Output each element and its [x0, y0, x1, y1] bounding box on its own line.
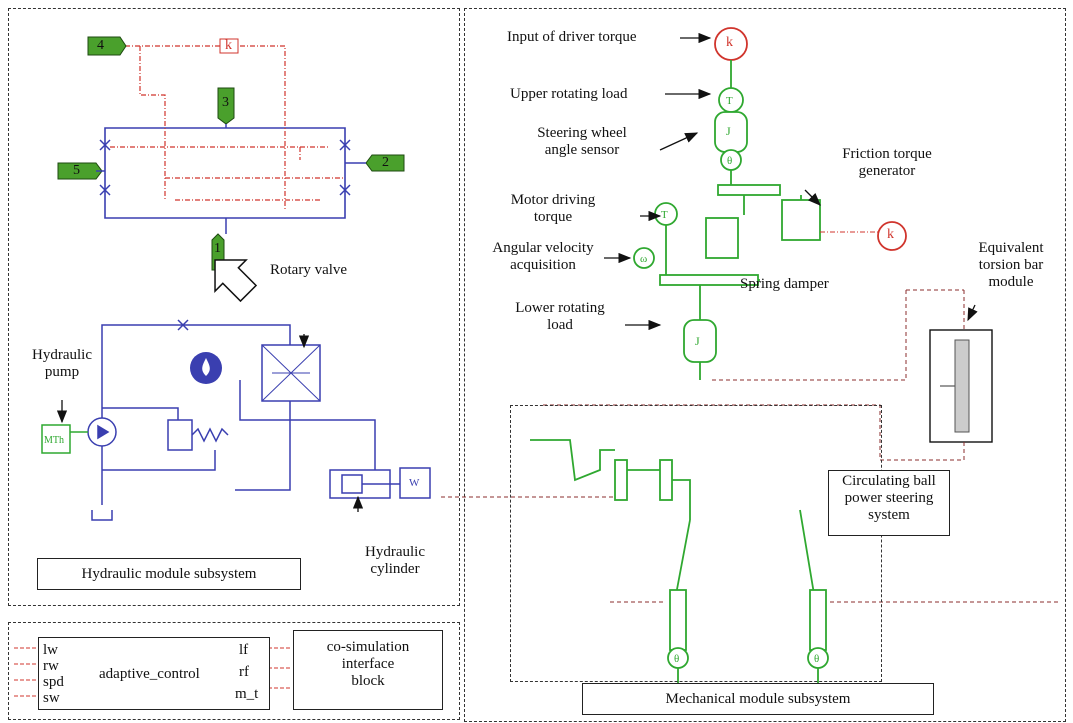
label-rotary-valve: Rotary valve — [270, 262, 348, 278]
control-input-lw: lw — [43, 642, 58, 658]
label-hydraulic-cylinder: Hydraulic cylinder — [365, 544, 425, 577]
torsion-bar-module — [540, 289, 993, 461]
label-angular-velocity: Angular velocity acquisition — [492, 240, 594, 273]
cosim-interface-box: co-simulation interface block — [293, 630, 443, 710]
input-gain-symbol: k — [726, 35, 733, 50]
omega-symbol: ω — [640, 253, 648, 265]
hydraulic-module-box: Hydraulic module subsystem — [37, 558, 301, 590]
hydraulic-circuit — [87, 319, 431, 521]
motor-torque-symbol: T — [661, 209, 668, 221]
valve-port-3: 3 — [222, 95, 229, 110]
control-input-spd: spd — [43, 674, 64, 690]
mechanical-module-frame — [464, 8, 1066, 722]
upper-torque-symbol: T — [726, 95, 733, 107]
upper-inertia-symbol: J — [726, 124, 731, 138]
label-equivalent-torsion-bar: Equivalent torsion bar module — [978, 240, 1044, 290]
label-input-driver-torque: Input of driver torque — [507, 29, 637, 45]
control-output-rf: rf — [239, 664, 249, 680]
label-spring-damper: Spring damper — [740, 276, 829, 292]
gain-symbol: k — [225, 38, 232, 53]
steering-linkage — [530, 439, 1060, 690]
label-upper-rotating-load: Upper rotating load — [510, 86, 628, 102]
label-steering-wheel-sensor: Steering wheel angle sensor — [537, 125, 627, 158]
angle-symbol: θ — [727, 155, 733, 167]
circulating-ball-box: Circulating ball power steering system — [828, 470, 950, 536]
control-output-mt: m_t — [235, 686, 259, 702]
label-lower-rotating-load: Lower rotating load — [515, 300, 605, 333]
label-friction-torque: Friction torque generator — [842, 146, 932, 179]
hydraulic-module-frame — [8, 8, 460, 606]
valve-port-4: 4 — [97, 38, 104, 53]
control-output-lf: lf — [239, 642, 249, 658]
control-input-sw: sw — [43, 690, 60, 706]
valve-port-5: 5 — [73, 163, 80, 178]
left-wheel-angle-symbol: θ — [674, 653, 680, 665]
adaptive-control-block: lw rw spd sw adaptive_control lf rf m_t — [38, 637, 270, 710]
control-block-frame — [8, 622, 460, 720]
rotary-valve-diagram — [57, 36, 405, 303]
pump-motor-symbol: MTh — [44, 435, 64, 446]
control-block-name: adaptive_control — [99, 666, 200, 682]
circulating-ball-frame — [510, 405, 882, 682]
mechanical-module-box: Mechanical module subsystem — [582, 683, 934, 715]
valve-port-2: 2 — [382, 155, 389, 170]
right-wheel-angle-symbol: θ — [814, 653, 820, 665]
cylinder-mass-symbol: W — [409, 477, 420, 489]
label-hydraulic-pump: Hydraulic pump — [32, 347, 92, 380]
friction-gain-symbol: k — [887, 227, 894, 242]
mechanical-steering-column — [633, 27, 907, 380]
control-input-rw: rw — [43, 658, 59, 674]
label-motor-driving-torque: Motor driving torque — [510, 192, 596, 225]
lower-inertia-symbol: J — [695, 334, 700, 348]
valve-port-1: 1 — [214, 241, 221, 256]
